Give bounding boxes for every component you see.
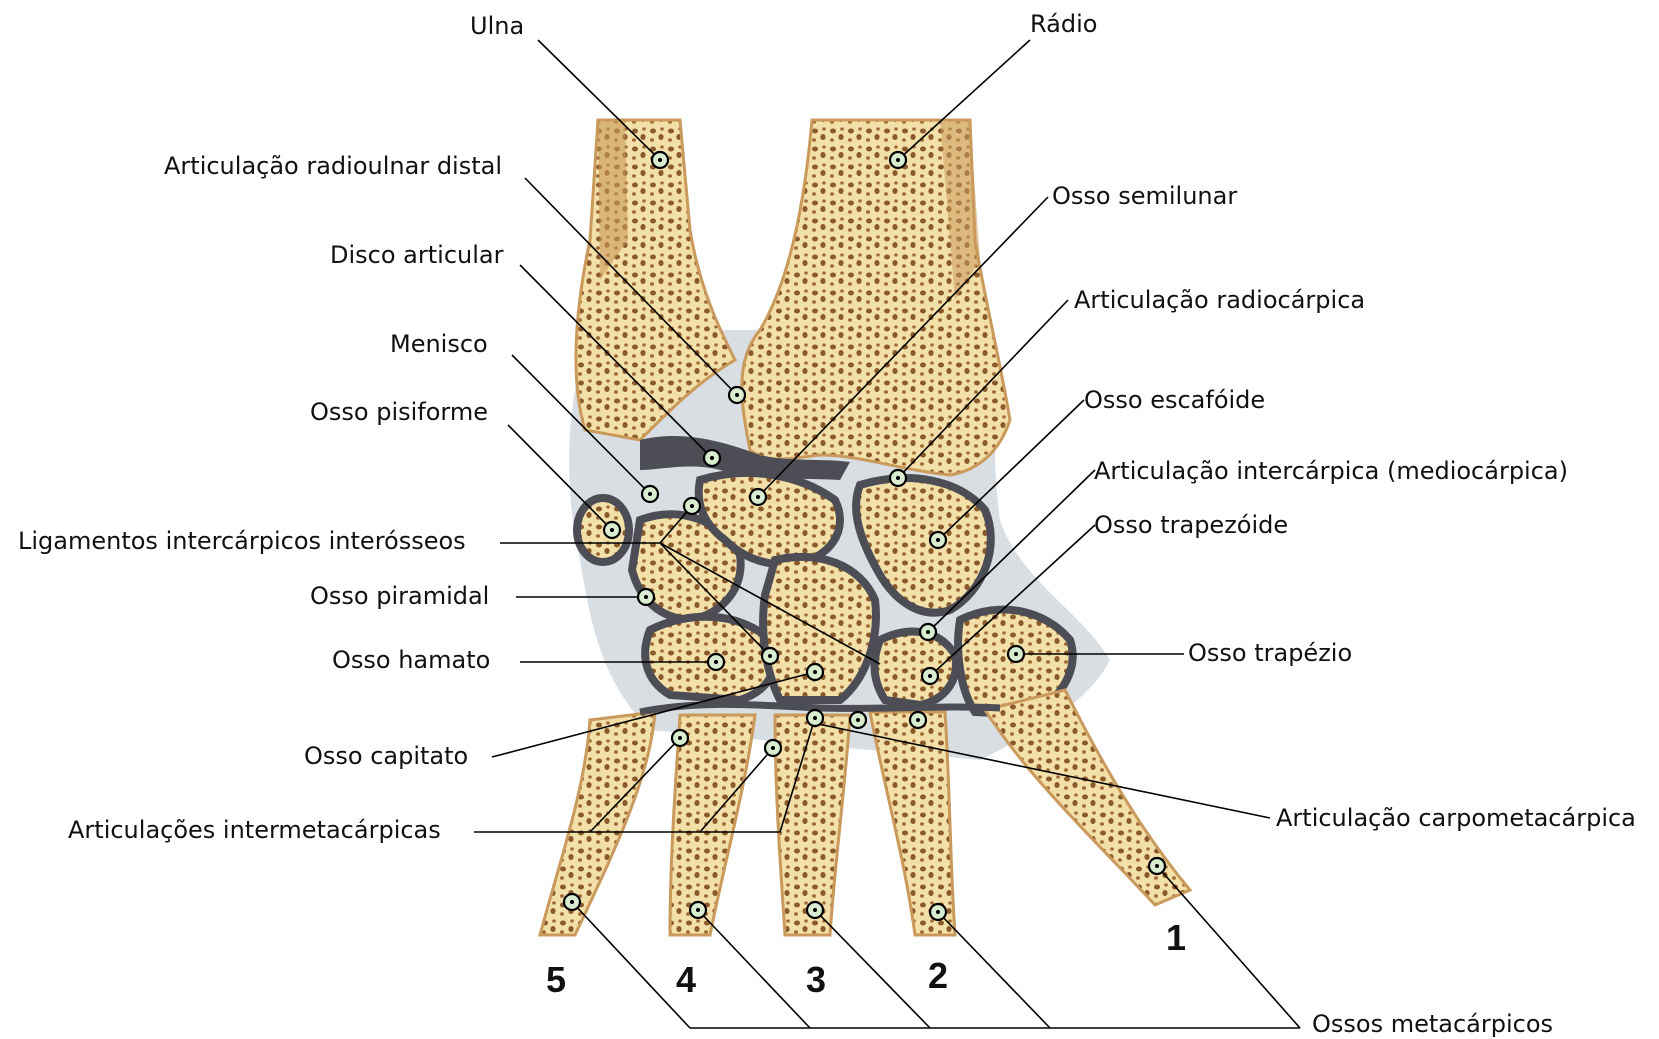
label-meniscus: Menisco xyxy=(390,332,488,356)
label-pisiform: Osso pisiforme xyxy=(310,400,488,424)
label-articular-disc: Disco articular xyxy=(330,243,503,267)
metacarpal-number-5: 5 xyxy=(546,962,566,998)
label-carpometacarpal-joint: Articulação carpometacárpica xyxy=(1276,806,1636,830)
metacarpal-number-2: 2 xyxy=(928,958,948,994)
metacarpal-number-3: 3 xyxy=(806,962,826,998)
trapezoid-bone xyxy=(875,632,956,705)
label-triquetrum: Osso piramidal xyxy=(310,584,489,608)
label-interosseous-ligaments: Ligamentos intercárpicos interósseos xyxy=(18,529,466,553)
label-hamate: Osso hamato xyxy=(332,648,490,672)
label-metacarpals: Ossos metacárpicos xyxy=(1312,1012,1553,1036)
metacarpal-2 xyxy=(870,712,955,935)
label-trapezium: Osso trapézio xyxy=(1188,641,1352,665)
label-midcarpal-joint: Articulação intercárpica (mediocárpica) xyxy=(1094,459,1568,483)
label-lunate: Osso semilunar xyxy=(1052,184,1237,208)
radius-bone xyxy=(742,120,1010,475)
label-radiocarpal-joint: Articulação radiocárpica xyxy=(1074,288,1365,312)
label-scaphoid: Osso escafóide xyxy=(1084,388,1265,412)
label-trapezoid: Osso trapezóide xyxy=(1094,513,1288,537)
label-intermetacarpal-joints: Articulações intermetacárpicas xyxy=(68,818,441,842)
label-ulna: Ulna xyxy=(470,14,524,38)
label-capitate: Osso capitato xyxy=(304,744,468,768)
label-distal-radioulnar-joint: Articulação radioulnar distal xyxy=(164,154,502,178)
label-radius: Rádio xyxy=(1030,12,1097,36)
metacarpal-number-4: 4 xyxy=(676,962,696,998)
metacarpal-4 xyxy=(670,715,755,935)
metacarpal-number-1: 1 xyxy=(1166,920,1186,956)
